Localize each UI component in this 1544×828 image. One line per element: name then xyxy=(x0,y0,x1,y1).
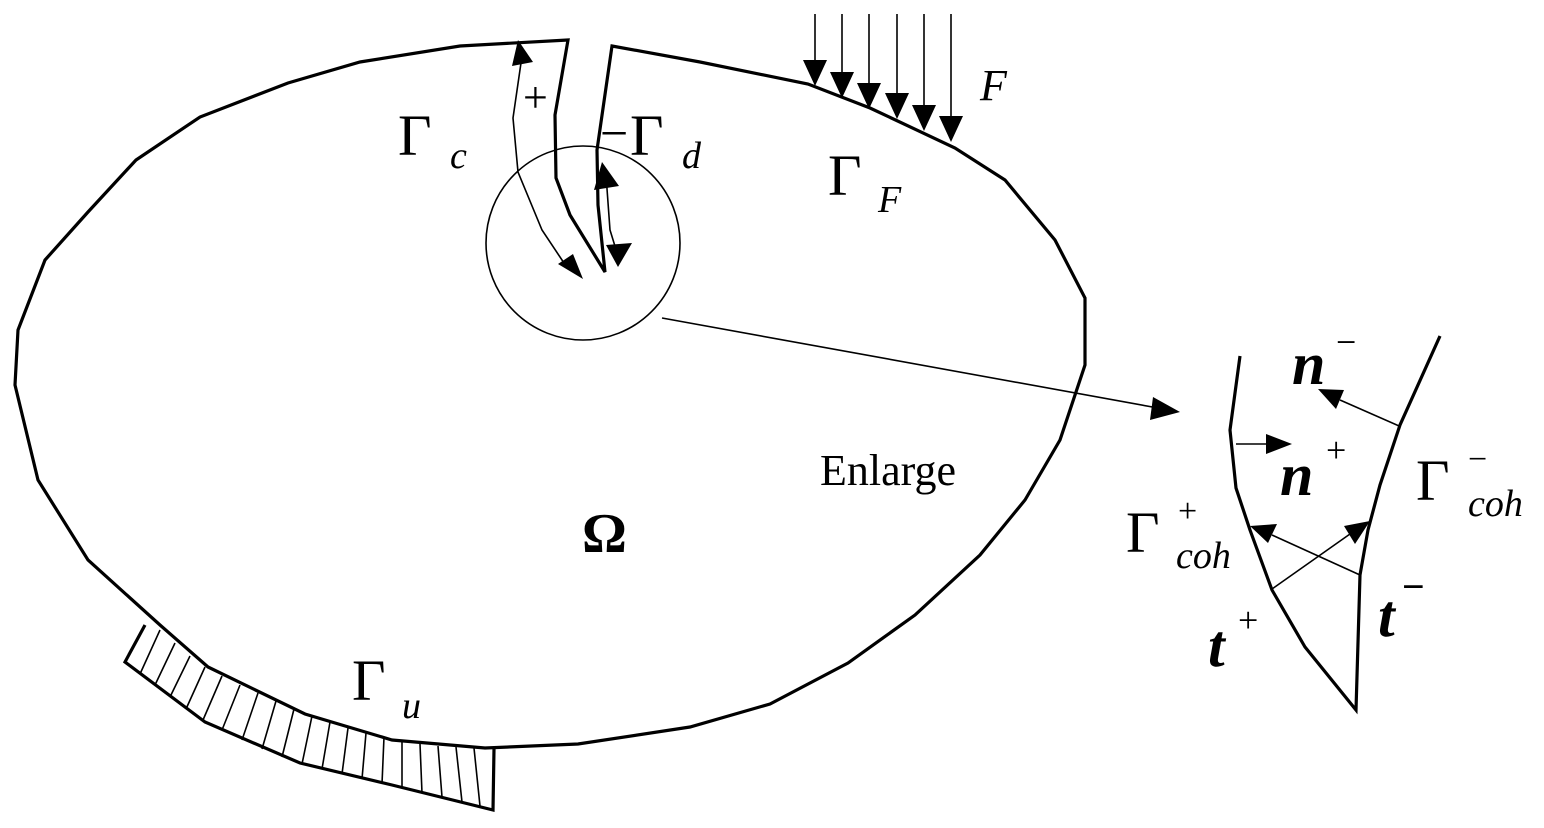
label-n-plus: n + xyxy=(1280,430,1346,508)
svg-text:−: − xyxy=(1468,441,1487,478)
enlarged-crack-detail xyxy=(1228,335,1442,715)
label-gamma-u: Γ u xyxy=(352,648,421,727)
label-t-minus: t − xyxy=(1378,564,1425,649)
svg-text:Γ: Γ xyxy=(352,648,386,713)
domain-boundary xyxy=(13,38,1087,750)
svg-text:−: − xyxy=(600,105,628,161)
label-gamma-coh-minus: Γ − coh xyxy=(1416,441,1523,525)
svg-text:n: n xyxy=(1280,442,1313,508)
svg-text:+: + xyxy=(1178,493,1197,530)
label-gamma-d: − Γ d xyxy=(600,103,702,177)
label-gamma-f: Γ F xyxy=(828,143,902,221)
svg-text:u: u xyxy=(402,685,421,727)
label-n-minus: n − xyxy=(1292,322,1356,397)
svg-text:+: + xyxy=(1238,600,1258,640)
enlarge-circle xyxy=(485,145,681,341)
svg-text:Γ: Γ xyxy=(630,103,664,168)
svg-text:d: d xyxy=(682,135,702,177)
crack-normal-arrows xyxy=(512,40,632,279)
enlarge-arrowhead xyxy=(1150,397,1180,420)
svg-text:t: t xyxy=(1378,583,1397,649)
label-t-plus: t + xyxy=(1208,600,1258,679)
svg-text:−: − xyxy=(1402,564,1425,609)
svg-text:F: F xyxy=(877,179,902,221)
svg-text:c: c xyxy=(450,135,467,177)
svg-text:n: n xyxy=(1292,331,1325,397)
enlarge-leader-line xyxy=(661,317,1159,409)
svg-text:t: t xyxy=(1208,613,1227,679)
svg-text:coh: coh xyxy=(1176,535,1231,577)
label-enlarge: Enlarge xyxy=(820,446,956,495)
label-omega: Ω xyxy=(582,503,627,565)
fixed-boundary-hatching xyxy=(122,624,496,813)
svg-text:Γ: Γ xyxy=(1126,500,1160,565)
svg-text:−: − xyxy=(1336,322,1356,362)
label-force: F xyxy=(979,61,1008,110)
label-plus-crack-face: + xyxy=(523,73,548,122)
svg-text:Γ: Γ xyxy=(828,143,862,208)
svg-text:coh: coh xyxy=(1468,483,1523,525)
svg-text:+: + xyxy=(1326,430,1346,470)
svg-text:Γ: Γ xyxy=(398,103,432,168)
label-gamma-c: Γ c xyxy=(398,103,467,177)
distributed-load-arrows xyxy=(803,14,963,142)
svg-text:Γ: Γ xyxy=(1416,448,1450,513)
label-gamma-coh-plus: Γ + coh xyxy=(1126,493,1231,577)
